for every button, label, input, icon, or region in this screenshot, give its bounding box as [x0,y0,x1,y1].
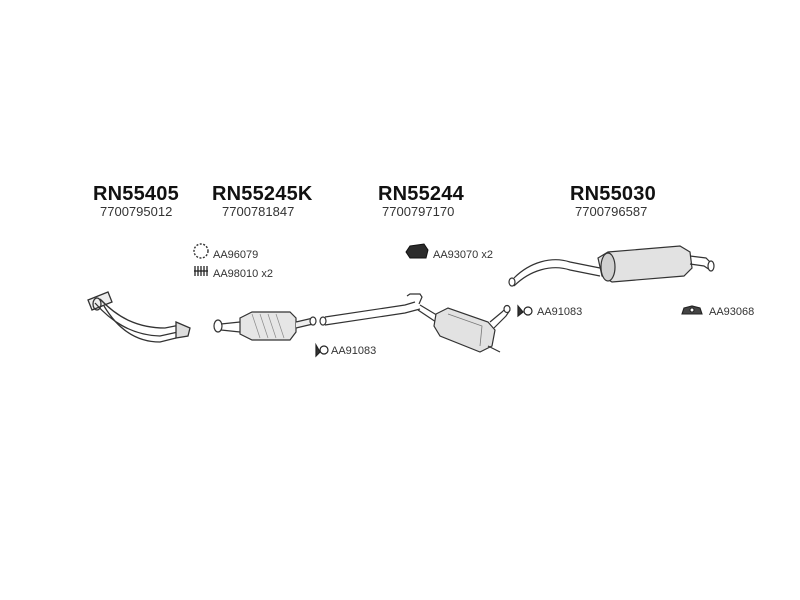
accessory-label-ring: AA96079 [213,249,259,261]
part-ref-middle-silencer: 7700797170 [382,204,455,219]
accessory-label-clamp-right: AA91083 [537,306,583,318]
hanger-icon [405,243,429,259]
part-ref-rear-silencer: 7700796587 [575,204,648,219]
part-code-catalyst: RN55245K [212,183,313,205]
part-code-downpipe: RN55405 [93,183,179,205]
clamp-right-icon [517,304,533,318]
accessory-label-spring: AA98010 x2 [213,268,273,280]
catalyst-illustration [213,311,317,341]
downpipe-illustration [87,291,191,343]
middle-silencer-illustration [319,293,511,353]
rear-silencer-illustration [508,245,715,287]
accessory-label-rubber-mount: AA93068 [709,306,755,318]
rubber-mount-icon [681,305,703,315]
spring-icon [194,266,208,276]
ring-gasket-icon [193,243,209,259]
accessory-label-hanger-top: AA93070 x2 [433,249,493,261]
part-code-middle-silencer: RN55244 [378,183,464,205]
accessory-label-clamp-center: AA91083 [331,345,377,357]
part-ref-catalyst: 7700781847 [222,204,295,219]
part-code-rear-silencer: RN55030 [570,183,656,205]
part-ref-downpipe: 7700795012 [100,204,173,219]
clamp-center-icon [315,342,329,358]
